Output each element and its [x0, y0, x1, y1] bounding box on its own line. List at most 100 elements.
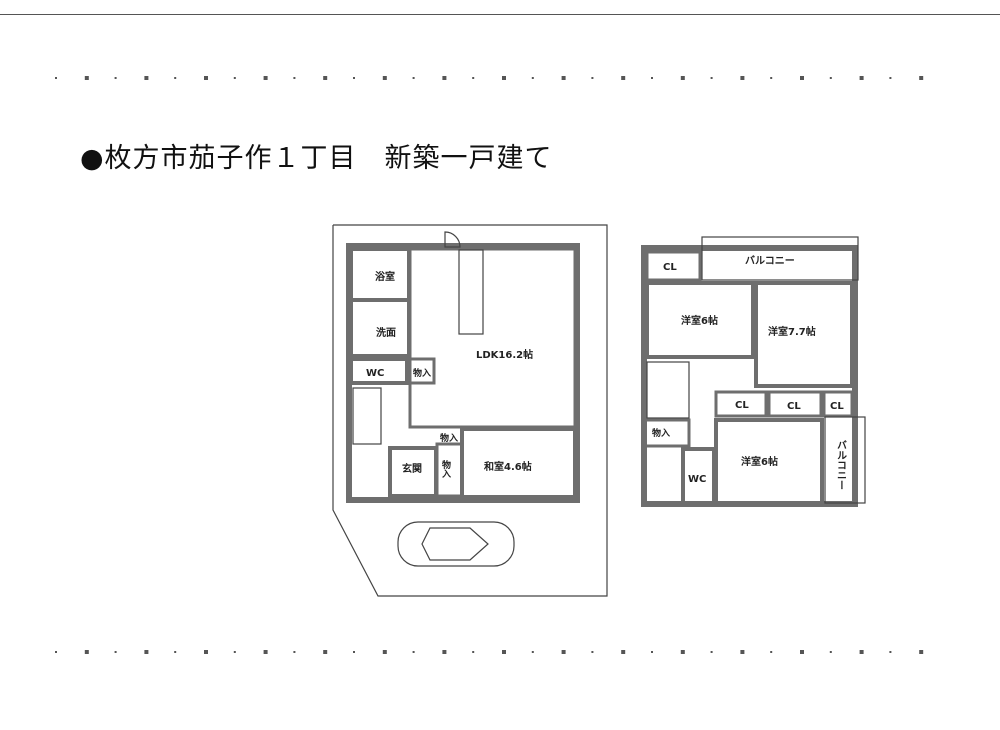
divider-dot: [442, 76, 447, 80]
car-icon: [397, 521, 515, 567]
label-storage-c: 物入: [440, 459, 452, 479]
divider-dot: [710, 651, 713, 653]
divider-dot: [680, 650, 685, 654]
divider-dot: [84, 650, 89, 654]
balcony-side-area: [824, 416, 866, 504]
divider-dot: [174, 651, 177, 653]
divider-dot: [412, 77, 415, 79]
label-entrance: 玄関: [402, 462, 422, 475]
divider-dot: [561, 76, 566, 80]
divider-dot: [204, 650, 208, 654]
label-washroom: 洗面: [376, 326, 396, 339]
divider-dot: [651, 651, 653, 653]
label-closet-b: CL: [735, 400, 749, 411]
divider-dot: [561, 650, 566, 654]
divider-dot: [621, 76, 626, 80]
divider-dot: [919, 76, 924, 80]
label-closet-d: CL: [830, 401, 844, 412]
label-wc-2f: WC: [688, 474, 706, 485]
page-title: ●枚方市茄子作１丁目 新築一戸建て: [80, 143, 553, 174]
divider-dot: [114, 77, 117, 79]
divider-dot: [740, 76, 745, 80]
divider-dot: [829, 651, 832, 653]
divider-dot: [382, 76, 387, 80]
dotted-divider-top: [55, 76, 924, 80]
label-japanese-room: 和室4.6帖: [483, 460, 532, 473]
divider-dot: [55, 77, 57, 79]
divider-dot: [233, 77, 236, 79]
divider-dot: [293, 77, 296, 79]
label-storage-b: 物入: [440, 432, 458, 444]
closet-b-room: [714, 390, 768, 418]
divider-dot: [889, 651, 892, 653]
label-bath: 浴室: [375, 270, 395, 283]
divider-dot: [353, 651, 355, 653]
storage-a-room: [406, 357, 436, 385]
label-western-room-b: 洋室7.7帖: [768, 325, 816, 338]
divider-dot: [472, 77, 475, 79]
divider-dot: [382, 650, 387, 654]
label-balcony-side: バルコニー: [835, 440, 847, 490]
divider-dot: [800, 76, 804, 80]
divider-dot: [412, 651, 415, 653]
divider-dot: [144, 76, 149, 80]
divider-dot: [859, 76, 864, 80]
divider-dot: [174, 77, 177, 79]
divider-dot: [919, 650, 924, 654]
label-ldk: LDK16.2帖: [476, 348, 533, 361]
label-western-room-c: 洋室6帖: [741, 455, 778, 468]
stairs-1f: [352, 387, 382, 445]
divider-dot: [204, 76, 208, 80]
label-wc-1f: WC: [366, 368, 384, 379]
divider-dot: [531, 651, 534, 653]
divider-dot: [591, 651, 594, 653]
divider-dot: [740, 650, 745, 654]
divider-dot: [144, 650, 149, 654]
label-closet-a: CL: [663, 262, 677, 273]
label-storage-2f: 物入: [652, 427, 670, 439]
label-storage-a: 物入: [413, 367, 431, 379]
label-balcony-top: バルコニー: [745, 255, 795, 267]
divider-dot: [263, 76, 268, 80]
dotted-divider-bottom: [55, 650, 924, 654]
western-room-c: [714, 418, 824, 506]
stairs-2f: [646, 361, 690, 419]
divider-dot: [263, 650, 268, 654]
top-rule: [0, 14, 1000, 15]
kitchen-counter: [458, 249, 484, 335]
divider-dot: [591, 77, 594, 79]
lot-outline: [332, 224, 608, 597]
divider-dot: [770, 77, 773, 79]
divider-dot: [829, 77, 832, 79]
divider-dot: [114, 651, 117, 653]
divider-dot: [859, 650, 864, 654]
balcony-top-area: [701, 236, 859, 281]
divider-dot: [323, 650, 328, 654]
divider-dot: [55, 651, 57, 653]
divider-dot: [531, 77, 534, 79]
closet-c-room: [767, 390, 823, 418]
closet-a-room: [645, 250, 702, 282]
divider-dot: [710, 77, 713, 79]
floor1-plan: 浴室 洗面 WC 物入 LDK16.2帖 物入 玄関 物入 和室4.6帖: [332, 224, 608, 597]
divider-dot: [621, 650, 626, 654]
divider-dot: [84, 76, 89, 80]
front-door-swing: [444, 231, 461, 248]
divider-dot: [502, 76, 506, 80]
divider-dot: [472, 651, 475, 653]
divider-dot: [889, 77, 892, 79]
closet-d-room: [822, 390, 854, 418]
divider-dot: [233, 651, 236, 653]
divider-dot: [651, 77, 653, 79]
label-western-room-a: 洋室6帖: [681, 314, 718, 327]
divider-dot: [323, 76, 328, 80]
western-room-b: [754, 281, 854, 388]
storage-2f-room: [643, 418, 691, 448]
label-closet-c: CL: [787, 401, 801, 412]
floor2-plan: CL バルコニー 洋室6帖 洋室7.7帖 CL CL CL 物入 洋室6帖 WC…: [641, 236, 866, 507]
western-room-a: [645, 281, 755, 359]
divider-dot: [353, 77, 355, 79]
divider-dot: [680, 76, 685, 80]
divider-dot: [770, 651, 773, 653]
divider-dot: [502, 650, 506, 654]
